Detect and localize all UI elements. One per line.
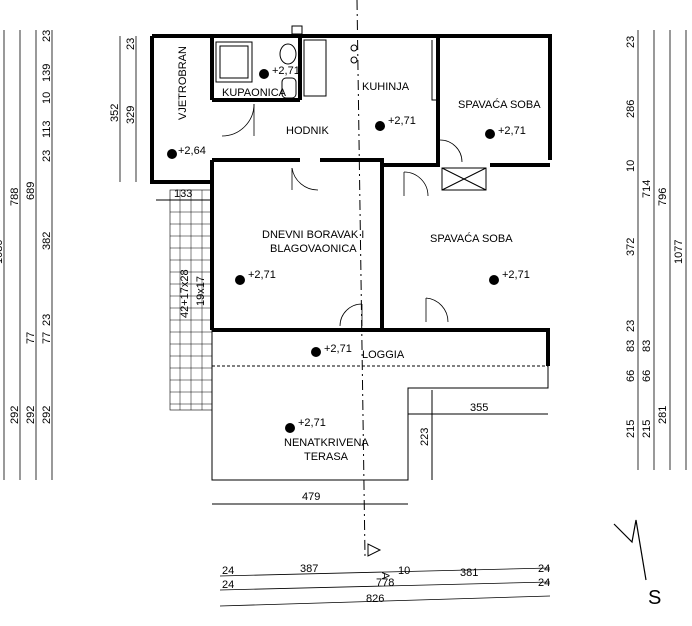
- right-dim-lines: [637, 30, 687, 470]
- kitchen-counter: [291, 25, 358, 97]
- dim-223: 223: [419, 428, 431, 446]
- section-arrow: [367, 543, 382, 557]
- dim-right-b-3: 215: [641, 420, 653, 438]
- dim-left-a-1: 139: [41, 64, 53, 82]
- room-loggia: LOGGIA: [362, 349, 405, 361]
- left-dim-lines: [3, 30, 137, 480]
- room-kuhinja: KUHINJA: [362, 81, 410, 93]
- dim-bottom1-1: 387: [300, 563, 318, 575]
- level-loggia: +2,71: [324, 343, 352, 355]
- bathroom-fixtures: [215, 41, 297, 99]
- dim-133: 133: [174, 188, 192, 200]
- dim-left-b-2: 292: [25, 406, 37, 424]
- dim-right-a-0: 23: [625, 36, 637, 48]
- dim-left-b-1: 77: [25, 332, 37, 344]
- dim-left-c-1: 292: [9, 406, 21, 424]
- stairs: 42+17x28 19x17: [169, 189, 213, 411]
- bottom-dim-lines: [219, 567, 551, 607]
- room-spavaca-2: SPAVAĆA SOBA: [430, 232, 513, 245]
- room-vjetrobran: VJETROBRAN: [177, 46, 189, 120]
- level-vjetrobran: +2,64: [178, 145, 206, 157]
- room-spavaca-1: SPAVAĆA SOBA: [458, 98, 541, 111]
- room-dnevni-2: BLAGOVAONICA: [270, 243, 357, 255]
- level-spavaca1: +2,71: [498, 125, 526, 137]
- dim-right-c-0: 796: [657, 188, 669, 206]
- dim-left-a-4: 23: [41, 150, 53, 162]
- room-terasa-2: TERASA: [304, 451, 349, 463]
- level-spavaca2: +2,71: [502, 269, 530, 281]
- room-dnevni-1: DNEVNI BORAVAK I: [262, 229, 364, 241]
- level-markers: [167, 69, 499, 433]
- dim-bottom1-2: 10: [398, 565, 410, 577]
- dim-bottom2-0: 24: [222, 579, 234, 591]
- dim-left-a-6: 77: [41, 332, 53, 344]
- level-hodnik: +2,71: [388, 115, 416, 127]
- dim-right-a-3: 372: [625, 238, 637, 256]
- dim-left-a-7: 23: [41, 314, 53, 326]
- room-hodnik: HODNIK: [286, 125, 329, 137]
- dim-left-a-0: 23: [41, 30, 53, 42]
- level-kupaonica: +2,71: [272, 65, 300, 77]
- dim-bottom1-0: 24: [222, 565, 234, 577]
- dim-right-a-5: 83: [625, 340, 637, 352]
- dim-bottom1-4: 24: [538, 563, 550, 575]
- dim-right-b-0: 714: [641, 180, 653, 198]
- dim-bottom2-1: 778: [376, 577, 394, 589]
- dim-left-a-5: 382: [41, 232, 53, 250]
- walls: [150, 34, 552, 481]
- dim-left-b-0: 689: [25, 182, 37, 200]
- dim-right-a-2: 10: [625, 160, 637, 172]
- dim-left-a-3: 113: [41, 120, 53, 138]
- dim-bottom3: 826: [366, 593, 384, 605]
- doors: [221, 103, 463, 327]
- stairs-spec-1: 42+17x28: [179, 269, 191, 318]
- dim-bottom1-3: 381: [460, 567, 478, 579]
- section-line: [356, 0, 366, 557]
- level-dnevni: +2,71: [248, 269, 276, 281]
- dim-right-b-1: 83: [641, 340, 653, 352]
- dim-bottom2-2: 24: [538, 577, 550, 589]
- dim-left-a-8: 292: [41, 406, 53, 424]
- north-letter: S: [648, 587, 661, 609]
- dim-inner-left-1: 329: [125, 106, 137, 124]
- dim-479: 479: [302, 491, 320, 503]
- dim-right-b-2: 66: [641, 370, 653, 382]
- north-arrow: [613, 519, 647, 581]
- dim-inner-left-2: 352: [109, 104, 121, 122]
- dim-left-a-2: 10: [41, 92, 53, 104]
- dim-355: 355: [470, 402, 488, 414]
- dim-right-a-6: 66: [625, 370, 637, 382]
- dim-right-a-7: 215: [625, 420, 637, 438]
- section-mark: A: [379, 572, 391, 580]
- dim-left-c-0: 788: [9, 188, 21, 206]
- dim-right-a-1: 286: [625, 100, 637, 118]
- level-terasa: +2,71: [298, 417, 326, 429]
- dim-left-d: 1080: [0, 240, 5, 264]
- dim-inner-left-0: 23: [125, 38, 137, 50]
- room-terasa-1: NENATKRIVENA: [284, 437, 369, 449]
- dim-right-a-4: 23: [625, 320, 637, 332]
- dim-right-d: 1077: [673, 240, 685, 264]
- room-kupaonica: KUPAONICA: [222, 87, 287, 99]
- stairs-spec-2: 19x17: [195, 276, 207, 306]
- wardrobe: [441, 167, 487, 191]
- dim-right-c-1: 281: [657, 406, 669, 424]
